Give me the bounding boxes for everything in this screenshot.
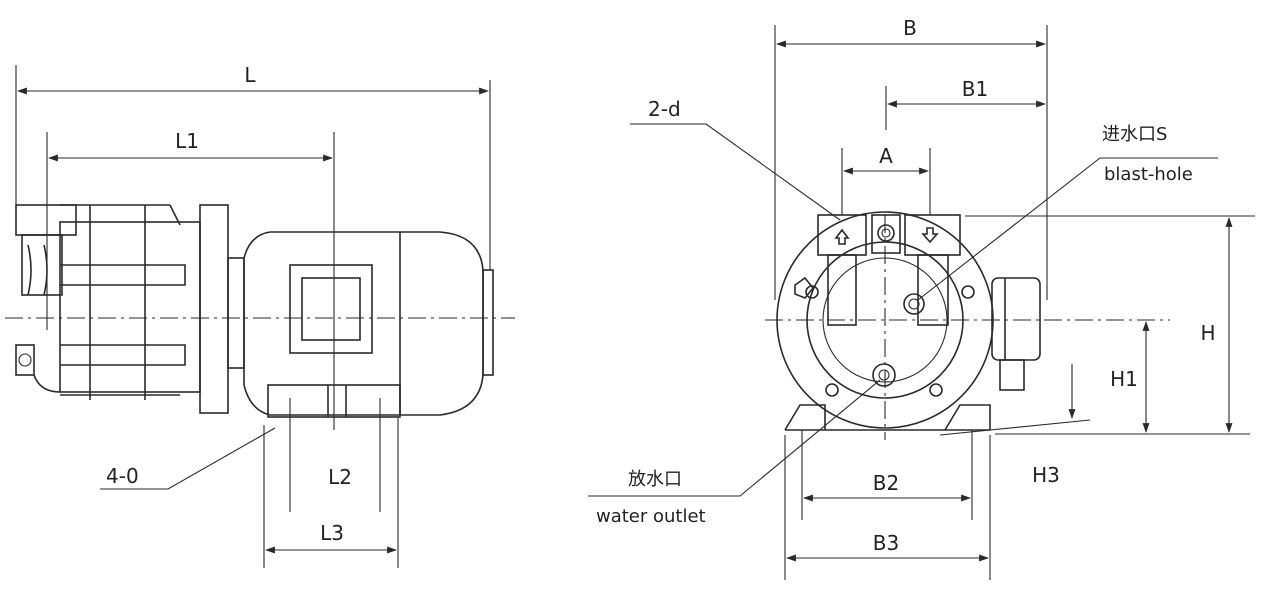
pump-casing [776, 211, 994, 429]
label-A: A [879, 144, 893, 168]
label-blast-hole: blast-hole [1104, 164, 1193, 185]
label-4-0: 4-0 [106, 464, 139, 488]
label-L: L [244, 63, 256, 87]
front-view: B B1 A 2-d 进水口S blast-hole 放水口 water out… [588, 16, 1255, 580]
label-H1: H1 [1110, 367, 1138, 391]
label-B3: B3 [873, 531, 899, 555]
blast-hole [903, 293, 925, 315]
leader-water-outlet [588, 379, 881, 497]
ports [817, 214, 961, 326]
arrow-up-icon [834, 228, 850, 245]
label-L2: L2 [328, 465, 352, 489]
label-L1: L1 [175, 129, 199, 153]
leader-4-0 [100, 427, 276, 490]
label-L3: L3 [320, 521, 344, 545]
adapter [227, 257, 245, 369]
casing-boss-left [794, 276, 815, 299]
drain-hole [872, 363, 896, 387]
motor [243, 231, 494, 416]
pump-body [59, 204, 201, 400]
pump-base [784, 404, 1091, 580]
label-H3: H3 [1032, 463, 1060, 487]
leader-2-d [630, 123, 841, 221]
terminal-box-side [991, 277, 1041, 391]
label-inlet-cn: 进水口S [1102, 124, 1167, 145]
leader-blast-hole [917, 157, 1218, 301]
label-B1: B1 [962, 77, 988, 101]
flange [199, 204, 229, 414]
terminal-box [289, 264, 373, 354]
label-B2: B2 [873, 471, 899, 495]
label-B: B [903, 16, 917, 40]
label-2-d: 2-d [648, 97, 681, 121]
pump-head [15, 204, 77, 393]
label-water-outlet: water outlet [596, 506, 706, 527]
arrow-down-icon [921, 227, 939, 244]
center-port [871, 214, 901, 254]
side-view: L L1 L2 L3 4-0 [5, 63, 515, 568]
label-outlet-cn: 放水口 [628, 469, 682, 490]
label-H: H [1200, 321, 1215, 345]
